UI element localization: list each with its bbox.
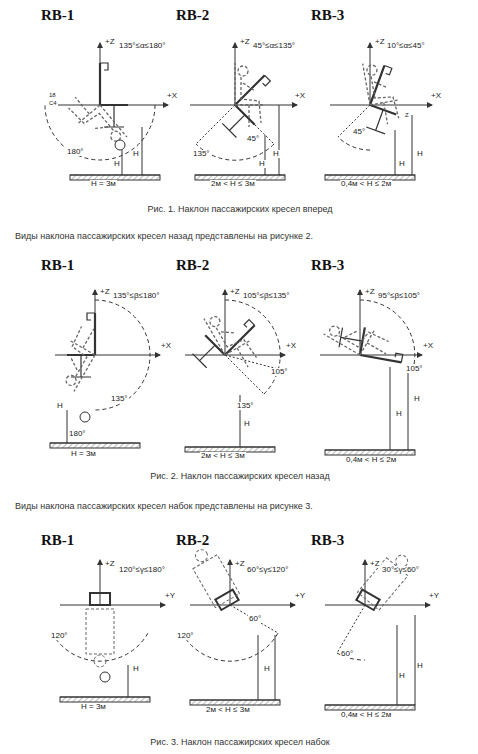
- body-text: Виды наклона пассажирских кресел набок п…: [14, 502, 314, 511]
- angle-label: 45°: [352, 128, 366, 136]
- figure-title: RB-2: [175, 258, 210, 273]
- height-range: 2м < H ≤ 3м: [200, 452, 246, 460]
- angle-label: 105°: [270, 368, 289, 376]
- angle-range: 95°≤β≤105°: [377, 292, 421, 300]
- angle-label: 180°: [66, 148, 85, 156]
- height-range: H = 3м: [70, 450, 97, 458]
- axis-label: +Z: [239, 38, 251, 46]
- angle-label: 180°: [68, 430, 87, 438]
- dimension: H: [416, 662, 424, 670]
- dimension: H: [413, 395, 421, 403]
- angle-label: 120°: [176, 632, 195, 640]
- figure-title: RB-3: [310, 533, 345, 548]
- angle-range: 30°≤γ≤60°: [381, 566, 420, 574]
- figure-title: RB-2: [175, 8, 210, 23]
- angle-range: 45°≤α≤135°: [252, 42, 296, 50]
- axis-label: +Z: [374, 38, 386, 46]
- axis-label: +Y: [294, 592, 306, 600]
- height-range: 2м < H ≤ 3м: [205, 706, 251, 714]
- figure-caption: Рис. 1. Наклон пассажирских кресел впере…: [147, 205, 334, 214]
- axis-label: +X: [166, 92, 178, 100]
- axis-label: +Z: [234, 560, 246, 568]
- height-range: 0,4м < H ≤ 2м: [340, 180, 392, 188]
- figure-title: RB-3: [310, 8, 345, 23]
- angle-range: 135°≤β≤180°: [112, 292, 160, 300]
- height-range: 2м < H ≤ 3м: [210, 180, 256, 188]
- axis-label: +Y: [164, 592, 176, 600]
- axis-label: +Z: [369, 560, 381, 568]
- axis-label: +X: [430, 92, 442, 100]
- angle-label: 60°: [248, 615, 262, 623]
- dimension: H: [113, 160, 121, 168]
- dimension: H: [263, 665, 271, 673]
- angle-label: 135°: [236, 402, 255, 410]
- angle-range: 105°≤β≤135°: [242, 292, 290, 300]
- figure-title: RB-1: [40, 533, 75, 548]
- dimension: H: [272, 150, 280, 158]
- figure-title: RB-3: [310, 258, 345, 273]
- angle-label: 135°: [192, 150, 211, 158]
- dimension: H: [258, 160, 266, 168]
- height-range: H = 3м: [90, 180, 117, 188]
- dimension: H: [416, 150, 424, 158]
- height-range: 0,4м < H ≤ 2м: [340, 711, 392, 719]
- body-text: Виды наклона пассажирских кресел назад п…: [14, 232, 314, 241]
- height-range: H = 3м: [80, 703, 107, 711]
- axis-label: +Z: [104, 560, 116, 568]
- angle-range: 120°≤γ≤180°: [118, 566, 166, 574]
- angle-label: 135°: [110, 395, 129, 403]
- dimension: H: [132, 665, 140, 673]
- dimension: H: [56, 402, 64, 410]
- dimension: H: [395, 410, 403, 418]
- axis-label: +X: [422, 342, 434, 350]
- axis-label: +X: [285, 342, 297, 350]
- axis-label: +Y: [428, 592, 440, 600]
- angle-label: 60°: [340, 650, 354, 658]
- angle-label: 120°: [50, 632, 69, 640]
- figure-caption: Рис. 2. Наклон пассажирских кресел назад: [149, 472, 330, 481]
- angle-range: 10°≤α≤45°: [386, 42, 426, 50]
- angle-label: 45°: [246, 135, 260, 143]
- dimension: C4: [48, 100, 58, 106]
- axis-label: +X: [294, 92, 306, 100]
- angle-label: 105°: [405, 365, 424, 373]
- dimension: H: [132, 150, 140, 158]
- dimension: H: [243, 420, 251, 428]
- axis-label: +X: [160, 342, 172, 350]
- dimension: H: [398, 672, 406, 680]
- dimension: H: [398, 160, 406, 168]
- figure-title: RB-1: [40, 8, 75, 23]
- angle-range: 135°≤α≤180°: [118, 42, 167, 50]
- axis-label: +Z: [229, 288, 241, 296]
- axis-label: Z: [404, 112, 410, 118]
- angle-range: 60°≤γ≤120°: [246, 566, 289, 574]
- figure-title: RB-1: [40, 258, 75, 273]
- dimension: 18: [48, 92, 57, 98]
- axis-label: +Z: [364, 288, 376, 296]
- figure-caption: Рис. 3. Наклон пассажирских кресел набок: [149, 738, 330, 747]
- height-range: 0,4м < H ≤ 2м: [345, 456, 397, 464]
- axis-label: +Z: [104, 38, 116, 46]
- axis-label: +Z: [99, 288, 111, 296]
- figure-title: RB-2: [175, 533, 210, 548]
